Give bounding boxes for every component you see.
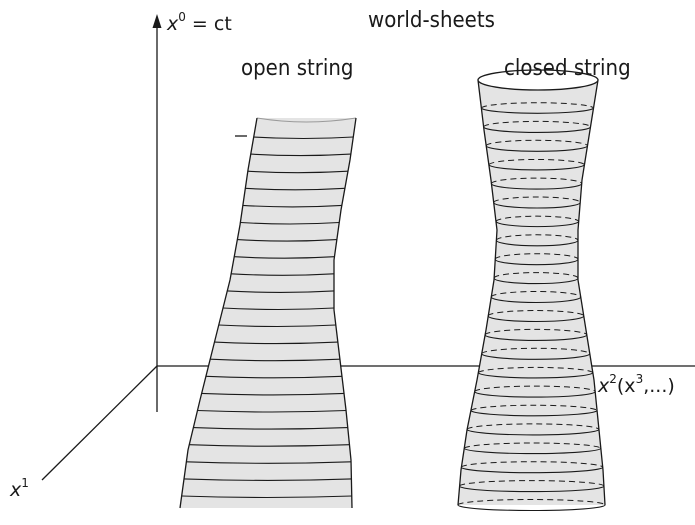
open-sheet-top-edge (256, 117, 357, 123)
open-string-slice (183, 478, 352, 481)
diagram-title: world-sheets (368, 8, 495, 33)
open-string-slice (231, 273, 335, 276)
closed-string-label: closed string (504, 56, 631, 81)
closed-sheet-left-edge (457, 79, 498, 506)
closed-sheet-surface (458, 80, 605, 505)
closed-string-ring-front (477, 372, 594, 379)
open-string-slice (201, 392, 345, 396)
closed-string-ring-back (474, 385, 596, 392)
closed-string-ring-front (460, 466, 604, 474)
open-string-slice (181, 495, 352, 499)
open-string-slice (247, 170, 349, 174)
closed-string-ring-back (466, 423, 600, 430)
open-string-slice (193, 427, 348, 430)
closed-sheet-right-edge (577, 79, 606, 506)
closed-string-ring-back (495, 215, 580, 222)
closed-string-ring-back (490, 177, 583, 184)
closed-string-ring-back (483, 120, 591, 128)
closed-string-ring-front (495, 240, 579, 247)
closed-string-ring-front (484, 334, 588, 341)
closed-string-ring-front (466, 429, 600, 436)
open-string-slice (240, 221, 340, 225)
open-string-slice (222, 307, 335, 311)
open-string-slice (237, 239, 337, 242)
closed-string-ring-front (485, 145, 589, 152)
open-string-slice (218, 324, 336, 328)
closed-string-ring-back (459, 480, 605, 487)
closed-string-ring-back (493, 272, 579, 279)
closed-string-ring-front (457, 504, 606, 512)
open-string-slice (186, 461, 352, 464)
open-string-slice (210, 358, 340, 362)
closed-string-ring-back (490, 291, 582, 298)
closed-string-ring-front (474, 391, 596, 398)
x2-axis-label: x2(x3,...) (598, 372, 675, 397)
open-string-slice (214, 341, 338, 345)
closed-string-ring-front (490, 296, 582, 304)
closed-sheet-top-ring (477, 69, 599, 91)
closed-string-ring-back (457, 499, 606, 506)
closed-string-ring-front (488, 164, 585, 171)
x1-axis (41, 365, 158, 481)
closed-string-ring-front (480, 107, 595, 114)
x1-axis-label: x1 (10, 476, 29, 501)
closed-string-ring-front (481, 353, 591, 360)
closed-string-ring-front (495, 221, 580, 228)
open-string-slice (227, 290, 335, 293)
open-string-slice (242, 204, 342, 208)
open-string-slice (250, 153, 351, 157)
closed-string-ring-front (483, 126, 592, 133)
open-string-slice (234, 256, 335, 259)
closed-string-ring-back (485, 139, 588, 147)
closed-string-ring-front (490, 183, 583, 190)
closed-string-ring-front (459, 485, 605, 493)
closed-string-ring-front (493, 277, 579, 285)
closed-string-ring-back (470, 404, 598, 411)
open-sheet-left-endpoint-path (179, 117, 258, 509)
open-string-slice (245, 187, 345, 191)
open-string-slice (253, 136, 354, 140)
closed-string-ring-back (487, 310, 585, 317)
x0-axis-label: x0 = ct (167, 10, 232, 35)
closed-string-ring-back (488, 158, 585, 166)
open-sheet-surface (180, 118, 356, 508)
open-string-slice (189, 444, 350, 447)
closed-string-worldsheet (457, 69, 606, 512)
closed-string-ring-front (470, 410, 598, 417)
closed-string-ring-back (484, 328, 588, 336)
closed-string-ring-front (487, 315, 585, 323)
open-string-label: open string (241, 56, 354, 81)
x0-axis-arrowhead (152, 14, 162, 28)
closed-string-ring-back (481, 347, 591, 355)
open-string-worldsheet (179, 117, 357, 509)
closed-string-ring-back (494, 253, 579, 260)
open-string-slice (197, 409, 347, 413)
closed-string-ring-back (493, 196, 581, 203)
closed-string-ring-front (463, 447, 602, 455)
open-string-slice (205, 375, 343, 379)
closed-string-ring-front (494, 258, 579, 266)
closed-string-ring-front (493, 202, 581, 209)
closed-string-ring-back (495, 234, 579, 241)
closed-string-ring-back (460, 461, 604, 468)
open-sheet-right-endpoint-path (333, 117, 357, 509)
